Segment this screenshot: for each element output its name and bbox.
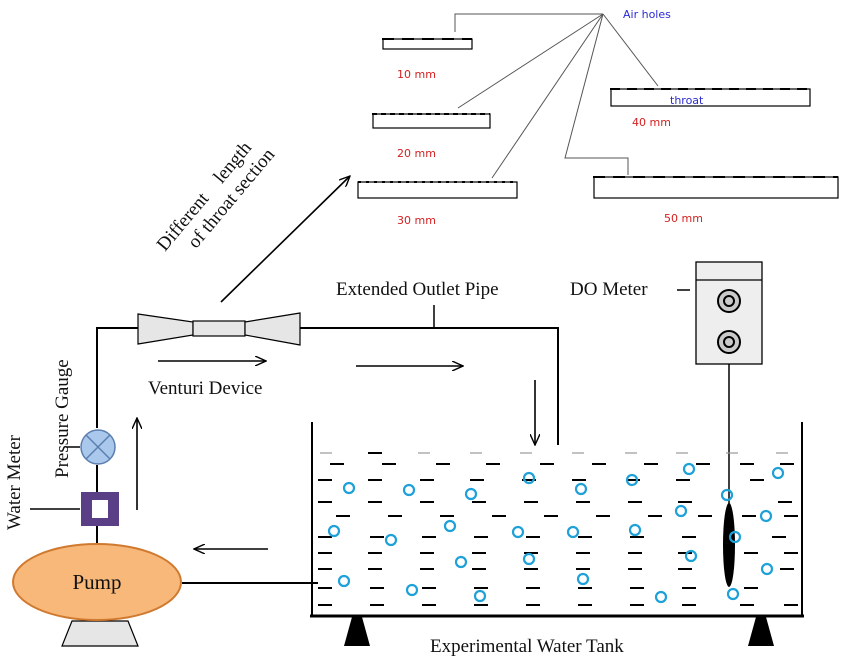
air-holes-label: Air holes <box>623 8 671 21</box>
venturi-device-label: Venturi Device <box>148 378 262 399</box>
length-50mm-label: 50 mm <box>664 212 703 225</box>
length-30mm-label: 30 mm <box>397 214 436 227</box>
pump: Pump <box>12 543 182 647</box>
tank-foot-left <box>344 617 370 646</box>
throat-30mm <box>357 181 518 199</box>
length-20mm-label: 20 mm <box>397 147 436 160</box>
pump-body <box>12 543 182 621</box>
extended-outlet-pipe-label: Extended Outlet Pipe <box>336 279 499 300</box>
air-holes-leaders <box>454 13 659 179</box>
different-length-caption: Different length of throat section <box>153 137 280 255</box>
pipes <box>96 327 559 584</box>
water-tank-label: Experimental Water Tank <box>430 636 624 657</box>
do-meter-knob-top <box>717 289 741 313</box>
throat-10mm <box>382 38 473 50</box>
pump-base <box>61 620 139 647</box>
do-meter <box>677 261 763 587</box>
water-meter <box>30 492 119 526</box>
water-meter-label: Water Meter <box>4 434 25 530</box>
pressure-gauge-label: Pressure Gauge <box>52 359 73 478</box>
throat-50mm <box>593 176 839 199</box>
throat-20mm <box>372 113 491 129</box>
flow-arrows <box>137 361 535 549</box>
venturi-to-variants-arrow <box>220 176 350 303</box>
venturi-device <box>137 312 301 346</box>
do-probe <box>723 503 735 587</box>
throat-40mm <box>610 88 811 107</box>
do-meter-label: DO Meter <box>570 279 648 300</box>
throat-variants: Air holes throat 10 mm 20 mm 30 mm 40 mm… <box>357 8 839 227</box>
air-bubbles <box>327 462 785 604</box>
throat-label: throat <box>670 94 704 107</box>
pressure-gauge <box>66 429 116 465</box>
length-40mm-label: 40 mm <box>632 116 671 129</box>
water-dashes <box>318 452 798 606</box>
water-tank <box>310 422 804 646</box>
pump-label: Pump <box>72 570 121 594</box>
length-10mm-label: 10 mm <box>397 68 436 81</box>
do-meter-knob-bottom <box>717 330 741 354</box>
tank-foot-right <box>748 617 774 646</box>
